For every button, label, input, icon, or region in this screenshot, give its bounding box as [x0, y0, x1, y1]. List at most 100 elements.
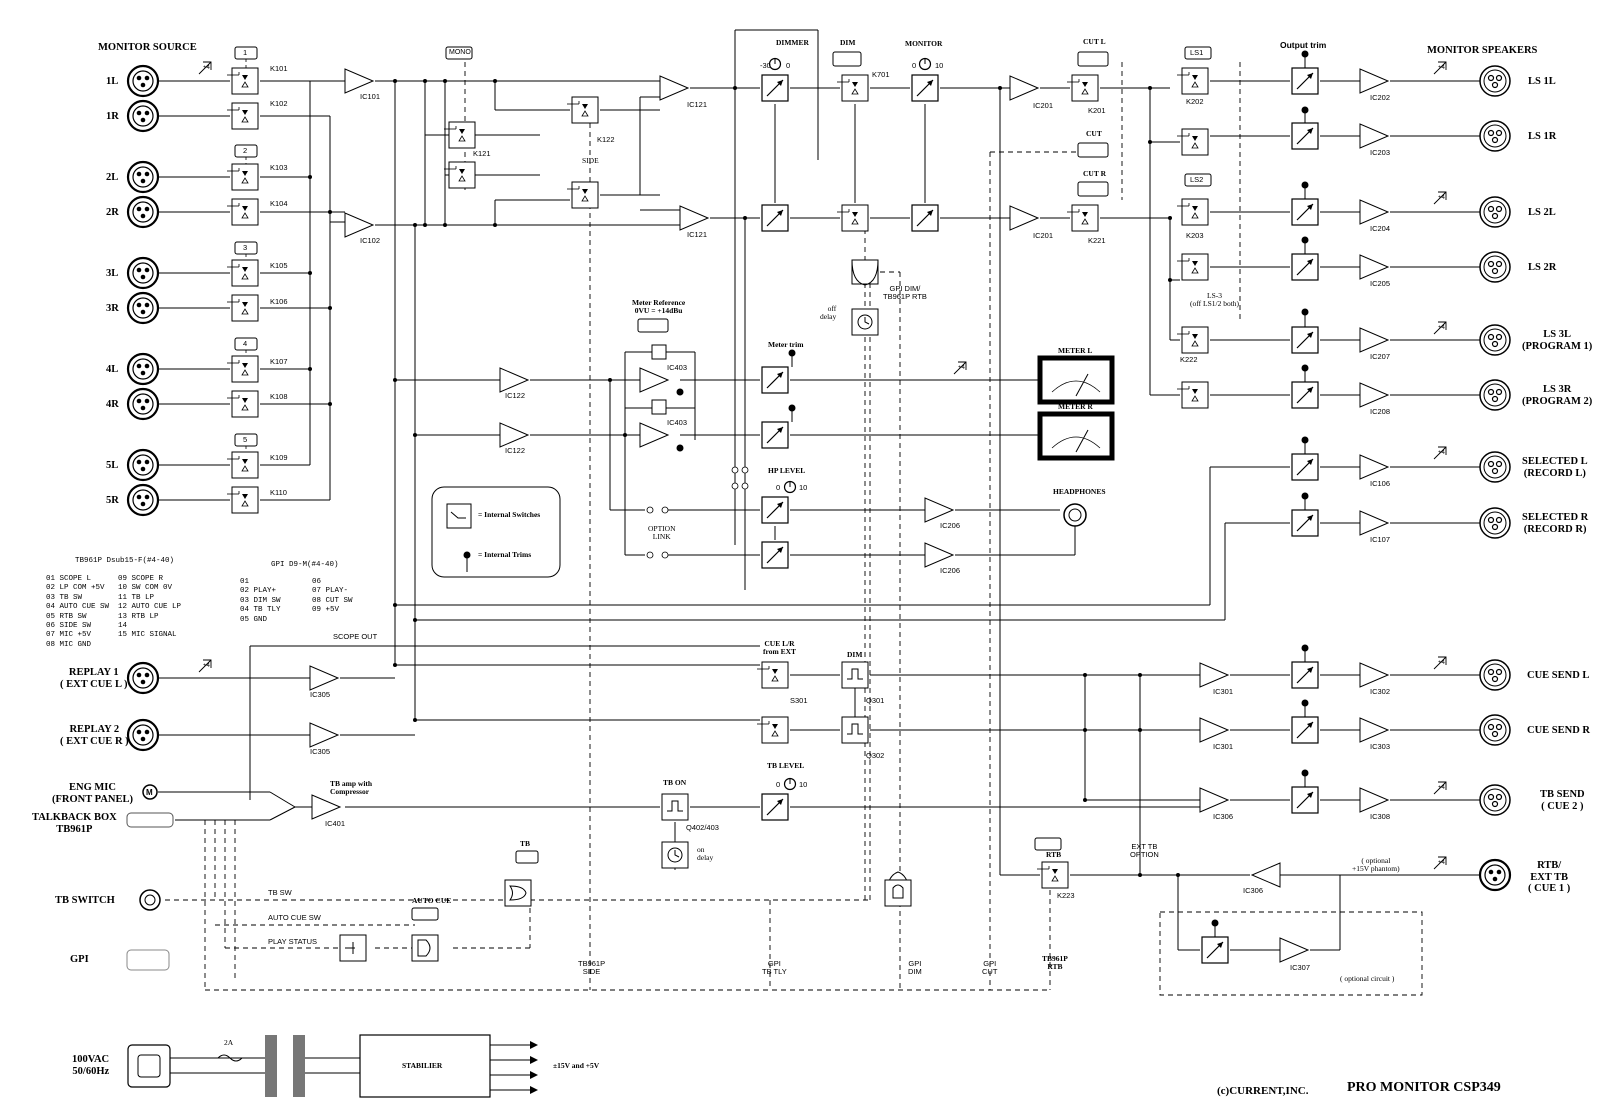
ic-label: IC121	[687, 100, 708, 109]
ic-label: IC301	[1213, 742, 1234, 751]
svg-text:M: M	[146, 788, 153, 797]
ic-label: IC201	[1033, 101, 1054, 110]
speaker-output-label: LS 3L (PROGRAM 1)	[1522, 329, 1593, 352]
monitor-max: 10	[935, 61, 944, 70]
ic-label: IC102	[360, 236, 381, 245]
tb-level-label: TB LEVEL	[767, 761, 805, 770]
ic-label: IC101	[360, 92, 381, 101]
tb-sw-label: TB SW	[268, 888, 292, 897]
speaker-output-label: LS 2R	[1528, 262, 1557, 273]
ic-label: IC306	[1243, 886, 1264, 895]
tb961p-rtb-label: TB961P RTB	[1042, 954, 1068, 972]
dimmer-label: DIMMER	[776, 38, 809, 47]
group-button-label: 1	[243, 48, 248, 57]
ls1-button-label: LS1	[1190, 48, 1204, 57]
source-label: 2L	[106, 172, 119, 183]
cue-send-l-label: CUE SEND L	[1527, 670, 1590, 681]
hp-max: 10	[799, 483, 808, 492]
option-link-label: OPTION LINK	[648, 524, 676, 542]
dim-label: DIM	[840, 38, 856, 47]
q301-label: Q301	[866, 696, 885, 705]
relay-label: K221	[1088, 236, 1106, 245]
legend-switches: = Internal Switches	[478, 510, 541, 519]
legend-trims: = Internal Trims	[478, 550, 532, 559]
legend-box	[431, 486, 561, 578]
cut-label: CUT	[1086, 129, 1102, 138]
ic-label: IC122	[505, 446, 526, 455]
ic-label: IC306	[1213, 812, 1234, 821]
rtb-button-label: RTB	[1046, 850, 1062, 859]
headphones-label: HEADPHONES	[1053, 487, 1106, 496]
talkback-box-label: TALKBACK BOX TB961P	[32, 812, 117, 835]
gpi-cut-label: GPI CUT	[982, 959, 998, 977]
relay-label: K122	[597, 135, 615, 144]
dimmer-min: -30	[760, 61, 771, 70]
relay-label: K121	[473, 149, 491, 158]
cue-send-r-label: CUE SEND R	[1527, 725, 1591, 736]
relay-label: K106	[270, 297, 288, 306]
copyright: (c)CURRENT,INC.	[1217, 1085, 1309, 1097]
ic-label: IC203	[1370, 148, 1391, 157]
tb-on-label: TB ON	[663, 778, 687, 787]
meter-trim-label: Meter trim	[768, 340, 804, 349]
source-label: 3L	[106, 268, 119, 279]
ic-label: IC121	[687, 230, 708, 239]
relay-label: K104	[270, 199, 288, 208]
on-delay-label: on delay	[697, 845, 714, 863]
gpi-tb-tly-label: GPI TB TLY	[762, 959, 787, 977]
switch-label: S301	[790, 696, 808, 705]
optional-circuit-label: ( optional circuit )	[1340, 974, 1395, 983]
speaker-output-label: SELECTED R (RECORD R)	[1522, 512, 1589, 535]
source-label: 2R	[106, 207, 119, 218]
ext-tb-option-label: EXT TB OPTION	[1130, 842, 1159, 860]
ic-label: IC107	[1370, 535, 1391, 544]
gpi-dim-bottom-label: GPI DIM	[908, 959, 922, 977]
relay-label: K222	[1180, 355, 1198, 364]
mains-label: 100VAC 50/60Hz	[72, 1054, 110, 1077]
relay-label: K701	[872, 70, 890, 79]
source-label: 3R	[106, 303, 119, 314]
ic-label: IC305	[310, 690, 331, 699]
output-trim-label: Output trim	[1280, 40, 1327, 50]
stabilier-label: STABILIER	[402, 1061, 443, 1070]
fuse-label: 2A	[224, 1038, 234, 1047]
ic-label: IC308	[1370, 812, 1391, 821]
ic-label: IC204	[1370, 224, 1391, 233]
cut-l-label: CUT L	[1083, 37, 1106, 46]
source-label: 4L	[106, 364, 119, 375]
relay-label: K102	[270, 99, 288, 108]
source-label: 5L	[106, 460, 119, 471]
scope-out-label: SCOPE OUT	[333, 632, 378, 641]
meter-r-label: METER R	[1058, 402, 1093, 411]
ic-label: IC106	[1370, 479, 1391, 488]
mono-button-label: MONO	[449, 49, 471, 56]
gpi-dim-label: GPI DIM/ TB961P RTB	[883, 284, 927, 302]
ic-label: IC305	[310, 747, 331, 756]
tb-amp-label: TB amp with Compressor	[330, 779, 373, 797]
cue-from-ext-label: CUE L/R from EXT	[763, 639, 796, 657]
ic-label: IC206	[940, 566, 961, 575]
relay-label: K202	[1186, 97, 1204, 106]
source-label: 4R	[106, 399, 119, 410]
meter-l-label: METER L	[1058, 346, 1093, 355]
speaker-output-label: LS 2L	[1528, 207, 1556, 218]
q302-label: Q302	[866, 751, 885, 760]
ic-label: IC401	[325, 819, 346, 828]
tb-min: 0	[776, 780, 781, 789]
speaker-output-label: LS 1L	[1528, 76, 1556, 87]
junctions	[308, 79, 1180, 877]
group-button-label: 3	[243, 243, 248, 252]
auto-cue-gate-label: AUTO CUE	[412, 896, 452, 905]
q402-label: Q402/403	[686, 823, 719, 832]
ic-label: IC208	[1370, 407, 1391, 416]
speaker-output-label: LS 3R (PROGRAM 2)	[1522, 384, 1593, 407]
rtb-output-label: RTB/ EXT TB ( CUE 1 )	[1528, 860, 1571, 895]
page-title: PRO MONITOR CSP349	[1347, 1080, 1501, 1095]
ic-label: IC207	[1370, 352, 1391, 361]
ic-label: IC301	[1213, 687, 1234, 696]
rails-label: ±15V and +5V	[553, 1061, 600, 1070]
source-label: 1L	[106, 76, 119, 87]
output-connectors	[953, 61, 1512, 892]
dimmer-max: 0	[786, 61, 791, 70]
ic-label: IC302	[1370, 687, 1391, 696]
